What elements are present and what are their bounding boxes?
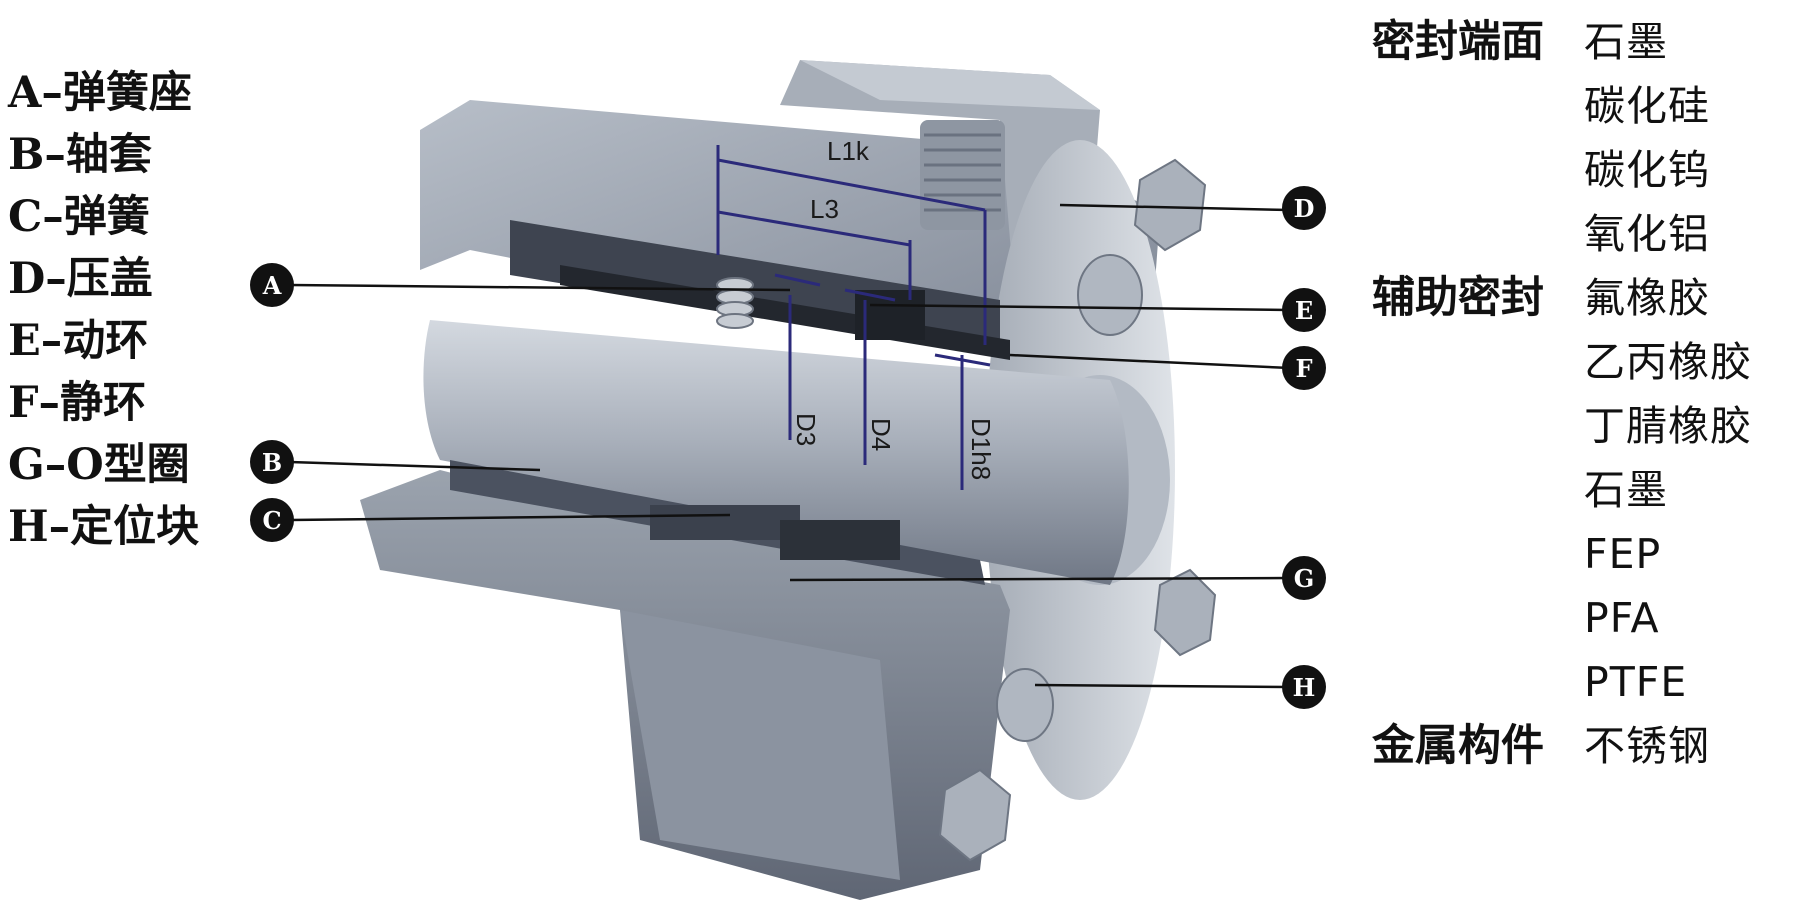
legend-item-e: E–动环 [8, 316, 149, 366]
callout-c: C [250, 498, 294, 542]
callout-f-label: F [1295, 354, 1312, 383]
lower-front-face [620, 610, 900, 880]
material-item: PFA [1584, 594, 1660, 642]
callout-g-label: G [1294, 564, 1315, 593]
material-item: 碳化硅 [1584, 82, 1710, 130]
callout-f: F [1282, 346, 1326, 390]
callout-e-label: E [1295, 296, 1313, 325]
material-group-metal-parts: 金属构件 不锈钢 [1372, 714, 1752, 778]
dim-d1h8: D1h8 [966, 418, 996, 480]
leader-lines [289, 203, 1291, 689]
material-item: 乙丙橡胶 [1584, 338, 1752, 386]
material-category: 辅助密封 [1372, 273, 1544, 323]
bolt-right [1153, 568, 1217, 657]
shaft [423, 320, 1129, 585]
material-item: 石墨 [1584, 18, 1668, 66]
callout-a: A [250, 263, 294, 307]
legend-item-a: A–弹簧座 [8, 68, 192, 118]
material-group-seal-faces: 密封端面 石墨 碳化硅 碳化钨 氧化铝 [1372, 10, 1752, 266]
callout-h-label: H [1293, 673, 1316, 702]
material-item: 石墨 [1584, 466, 1668, 514]
callout-e: E [1282, 288, 1326, 332]
material-item: 不锈钢 [1584, 722, 1710, 770]
callout-d: D [1282, 186, 1326, 230]
callout-d-label: D [1294, 194, 1315, 223]
dim-l1k: L1k [827, 136, 870, 166]
callout-a-label: A [262, 271, 282, 300]
callout-b: B [250, 440, 294, 484]
dim-d3: D3 [791, 413, 821, 446]
callout-g: G [1282, 556, 1326, 600]
callout-h: H [1282, 665, 1326, 709]
callout-c-label: C [262, 506, 281, 535]
material-category: 密封端面 [1372, 17, 1544, 67]
bolt-top [1133, 158, 1207, 252]
materials-table: 密封端面 石墨 碳化硅 碳化钨 氧化铝 辅助密封 氟橡胶 乙丙橡胶 丁腈橡胶 石… [1372, 10, 1752, 778]
lower-seat-block [780, 520, 900, 560]
material-item: 丁腈橡胶 [1584, 402, 1752, 450]
material-item: PTFE [1584, 658, 1688, 706]
material-category: 金属构件 [1372, 721, 1544, 771]
material-item: FEP [1584, 530, 1662, 578]
legend-item-c: C–弹簧 [8, 192, 150, 242]
material-item: 氟橡胶 [1584, 274, 1710, 322]
legend-item-f: F–静环 [8, 378, 147, 428]
legend-item-h: H–定位块 [8, 502, 200, 552]
legend-item-g: G–O型圈 [8, 440, 190, 490]
bolt-upper-mid [1077, 254, 1143, 336]
material-item: 碳化钨 [1584, 146, 1710, 194]
dim-l3: L3 [810, 194, 839, 224]
dim-d4: D4 [866, 418, 896, 451]
legend-item-d: D–压盖 [8, 254, 153, 304]
lower-spring-pocket [650, 505, 800, 540]
dimension-lines [716, 145, 991, 490]
callout-b-label: B [262, 448, 282, 477]
bolt-lower-mid [996, 668, 1054, 742]
upper-spring [716, 277, 754, 329]
gland-face [800, 60, 1100, 110]
parts-legend: A–弹簧座 B–轴套 C–弹簧 D–压盖 E–动环 F–静环 G–O型圈 H–定… [8, 62, 199, 558]
material-item: 氧化铝 [1584, 210, 1710, 258]
material-group-secondary-seals: 辅助密封 氟橡胶 乙丙橡胶 丁腈橡胶 石墨 FEP PFA PTFE [1372, 266, 1752, 714]
legend-item-b: B–轴套 [8, 130, 152, 180]
bolt-bottom [938, 768, 1012, 862]
